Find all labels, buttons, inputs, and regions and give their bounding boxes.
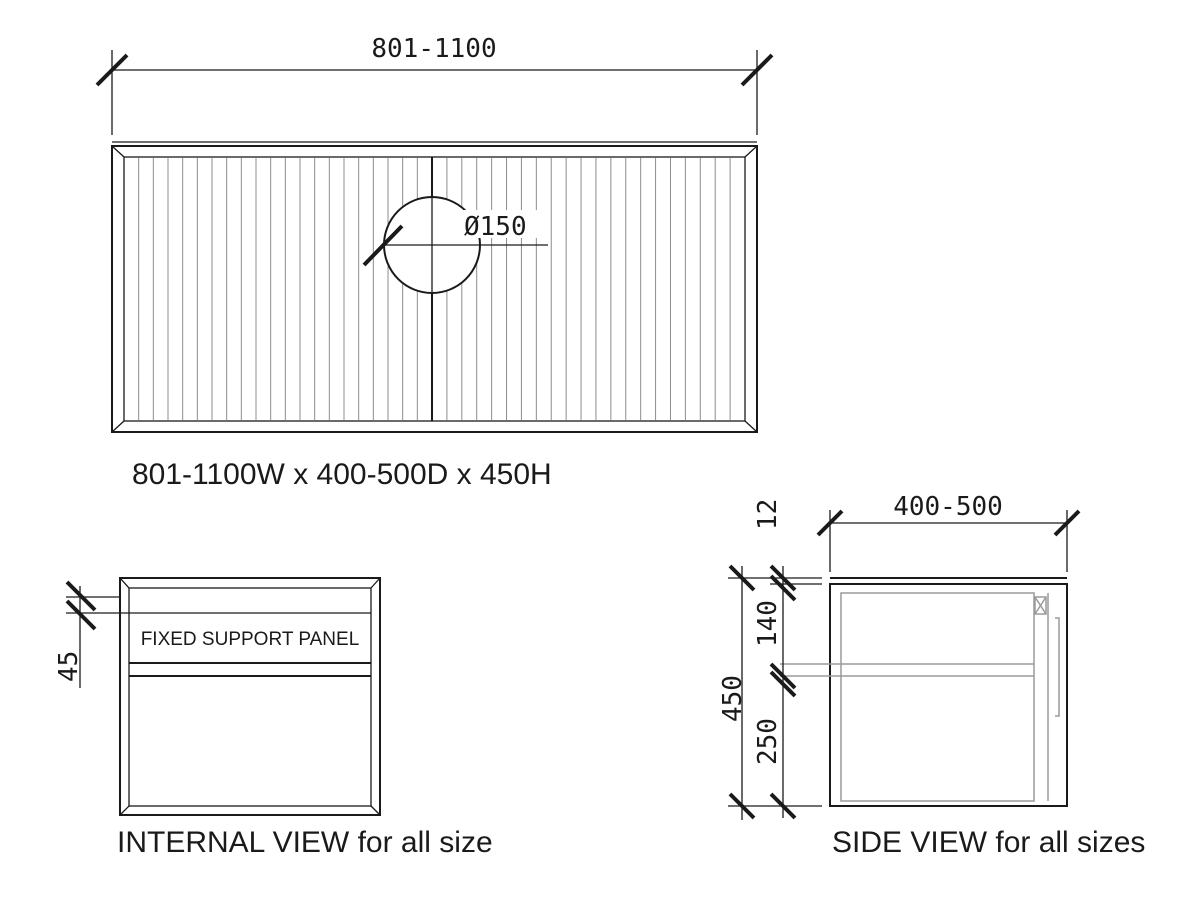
section-tick-mid-b [769,670,797,698]
depth-tick-left [816,509,844,537]
fluted-door-left [138,158,418,420]
height-dimension-label: 450 [718,675,748,722]
height-tick-top [728,564,756,592]
bevel-top-right [744,145,758,158]
depth-tick-right [1053,509,1081,537]
side-view: 400-500 450 12 140 250 SIDE VIEW for all… [718,492,1145,859]
bevel-bottom-right [744,420,758,433]
top-view-caption: 801-1100W x 400-500D x 450H [132,458,552,491]
internal-view-outer-frame [119,577,381,816]
bevel-bottom-left [111,420,125,433]
waste-hole-label-bg [462,210,548,238]
fixed-support-panel-label: FIXED SUPPORT PANEL [141,629,360,650]
side-view-hinge [1034,596,1047,615]
top-view-outer-frame [111,145,758,433]
internal-view-caption: INTERNAL VIEW for all size [117,826,493,859]
section-tick-mid-a [769,662,797,690]
side-view-hinge-cross-b [1034,596,1047,615]
top-view-inner-frame [123,156,746,422]
width-dimension-label: 801-1100 [371,34,496,64]
section-tick-bottom [769,792,797,820]
section-tick-top [769,564,797,592]
fluted-door-right [446,158,731,420]
internal-tick-bottom [65,599,97,631]
internal-view: FIXED SUPPORT PANEL 45 INTERNAL VIEW for… [54,577,493,859]
internal-dimension-label: 45 [54,651,84,682]
waste-hole-dimension-label: Ø150 [464,212,527,242]
side-view-inner-panel [840,592,1035,802]
width-tick-left [95,53,129,87]
section-tick-top-inner [769,574,797,602]
upper-section-label: 140 [753,600,783,647]
width-tick-right [740,53,774,87]
internal-bevel-top-left [119,577,130,589]
side-view-handle [1055,617,1060,717]
bevel-top-left [111,145,125,158]
internal-bevel-bottom-right [370,805,381,816]
side-view-body [829,583,1068,807]
side-view-caption: SIDE VIEW for all sizes [832,826,1145,859]
top-thickness-label: 12 [753,499,783,530]
top-view: 801-1100 Ø150 801-1100W x 400-500D x 450… [95,34,774,491]
internal-bevel-top-right [370,577,381,589]
internal-tick-top [65,580,97,612]
internal-view-inner-frame [128,587,372,807]
height-tick-bottom [728,792,756,820]
internal-bevel-bottom-left [119,805,130,816]
depth-dimension-label: 400-500 [893,492,1003,522]
lower-section-label: 250 [753,718,783,765]
waste-hole-tick [362,224,404,267]
